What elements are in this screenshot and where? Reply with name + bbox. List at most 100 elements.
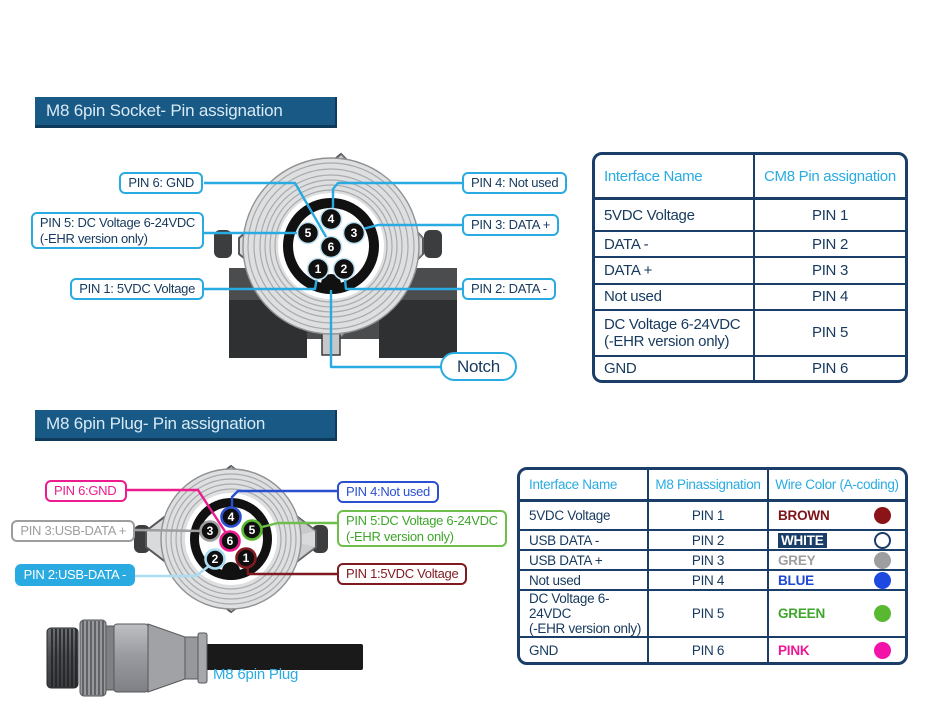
socket-connector-diagram: 4 5 3 6 1 2 bbox=[204, 152, 463, 369]
callout-socket-pin1: PIN 1: 5VDC Voltage bbox=[70, 278, 204, 300]
table-row: DC Voltage 6-24VDC (-EHR version only) P… bbox=[520, 589, 905, 636]
leader-socket-pin4 bbox=[331, 181, 463, 217]
svg-text:4: 4 bbox=[328, 212, 335, 226]
svg-text:4: 4 bbox=[228, 510, 235, 524]
socket-pin-3: 3 bbox=[342, 221, 366, 245]
pin-cell: PIN 2 bbox=[647, 529, 767, 549]
table-row: Not used PIN 4 bbox=[595, 282, 905, 309]
pin-cell: PIN 4 bbox=[753, 282, 905, 309]
interface-cell: 5VDC Voltage bbox=[595, 198, 753, 230]
callout-socket-pin4: PIN 4: Not used bbox=[462, 172, 568, 194]
socket-pin-2: 2 bbox=[332, 257, 356, 281]
pin-cell: PIN 3 bbox=[753, 256, 905, 283]
socket-pin-6: 6 bbox=[319, 235, 343, 259]
svg-text:3: 3 bbox=[207, 524, 214, 538]
body bbox=[113, 623, 149, 693]
plug-ring bbox=[170, 478, 292, 600]
callout-socket-pin2: PIN 2: DATA - bbox=[462, 278, 556, 300]
table-row: GND PIN 6 PINK bbox=[520, 636, 905, 662]
socket-pin-table: Interface Name CM8 Pin assignation 5VDC … bbox=[592, 152, 908, 383]
thread bbox=[46, 627, 79, 689]
callout-plug-pin6: PIN 6:GND bbox=[45, 480, 127, 502]
table-row: 5VDC Voltage PIN 1 BROWN bbox=[520, 500, 905, 529]
pin-cell: PIN 2 bbox=[753, 230, 905, 257]
socket-notch bbox=[321, 274, 341, 294]
callout-socket-pin5-line2: (-EHR version only) bbox=[39, 230, 148, 246]
interface-cell: USB DATA + bbox=[520, 549, 647, 569]
callout-plug-pin2: PIN 2:USB-DATA - bbox=[14, 564, 135, 586]
callout-plug-pin1: PIN 1:5VDC Voltage bbox=[337, 563, 468, 585]
table-row: Not used PIN 4 BLUE bbox=[520, 569, 905, 589]
socket-table-header-pin: CM8 Pin assignation bbox=[753, 155, 905, 199]
table-row: USB DATA + PIN 3 GREY bbox=[520, 549, 905, 569]
wire-color-name: WHITE bbox=[778, 532, 827, 548]
interface-line2: (-EHR version only) bbox=[604, 332, 730, 350]
svg-text:2: 2 bbox=[212, 552, 219, 566]
interface-cell: GND bbox=[595, 354, 753, 380]
plug-side-view-label: M8 6pin Plug bbox=[213, 666, 299, 683]
wire-color-swatch bbox=[874, 551, 891, 569]
svg-text:1: 1 bbox=[243, 551, 250, 565]
socket-right-terminal bbox=[424, 230, 442, 258]
plug-pin-table: Interface Name M8 Pinassignation Wire Co… bbox=[517, 467, 908, 665]
plug-pin-5: 5 bbox=[241, 519, 263, 541]
plug-notch bbox=[222, 562, 240, 580]
wire-color-name: GREY bbox=[778, 552, 816, 568]
pin-cell: PIN 4 bbox=[647, 569, 767, 589]
interface-line1: DC Voltage 6-24VDC bbox=[604, 315, 741, 333]
wire-color-swatch bbox=[874, 507, 891, 524]
callout-plug-pin5-line1: PIN 5:DC Voltage 6-24VDC bbox=[346, 513, 498, 528]
callout-plug-pin4: PIN 4:Not used bbox=[337, 481, 439, 503]
svg-text:3: 3 bbox=[351, 226, 358, 240]
plug-pin-1: 1 bbox=[235, 547, 257, 569]
wire-color-swatch bbox=[874, 641, 891, 659]
table-row: 5VDC Voltage PIN 1 bbox=[595, 198, 905, 231]
interface-cell: Not used bbox=[520, 569, 647, 589]
socket-section-title: M8 6pin Socket- Pin assignation bbox=[35, 97, 337, 128]
svg-text:6: 6 bbox=[227, 534, 234, 548]
body-taper bbox=[147, 623, 186, 693]
svg-text:2: 2 bbox=[341, 262, 348, 276]
strain-relief-lip bbox=[197, 632, 208, 684]
callout-socket-pin3: PIN 3: DATA + bbox=[462, 214, 560, 236]
plug-pin-2: 2 bbox=[204, 548, 226, 570]
wire-color-swatch bbox=[874, 605, 891, 622]
wire-color-cell: GREY bbox=[767, 549, 905, 569]
interface-cell: 5VDC Voltage bbox=[520, 500, 647, 529]
plug-side-view bbox=[46, 619, 363, 697]
pin-cell: PIN 5 bbox=[647, 589, 767, 636]
pin-cell: PIN 5 bbox=[753, 308, 905, 355]
svg-text:5: 5 bbox=[249, 523, 256, 537]
wire-color-swatch bbox=[874, 531, 891, 549]
leader-socket-notch bbox=[329, 290, 441, 369]
pin-cell: PIN 1 bbox=[753, 198, 905, 231]
wire-color-cell: BROWN bbox=[767, 500, 905, 529]
socket-pin-4: 4 bbox=[319, 207, 343, 231]
interface-line2: (-EHR version only) bbox=[529, 621, 642, 636]
interface-cell: DC Voltage 6-24VDC (-EHR version only) bbox=[520, 589, 647, 636]
cable bbox=[205, 644, 363, 670]
callout-socket-notch: Notch bbox=[440, 352, 517, 381]
table-row: DATA - PIN 2 bbox=[595, 230, 905, 257]
plug-ring bbox=[175, 483, 287, 595]
socket-table-header-interface: Interface Name bbox=[595, 155, 753, 199]
table-row: DC Voltage 6-24VDC (-EHR version only) P… bbox=[595, 308, 905, 355]
wire-color-cell: PINK bbox=[767, 636, 905, 662]
plug-pin-4: 4 bbox=[220, 506, 242, 528]
svg-text:5: 5 bbox=[305, 226, 312, 240]
svg-text:6: 6 bbox=[328, 240, 335, 254]
table-row: GND PIN 6 bbox=[595, 354, 905, 380]
socket-pin-1: 1 bbox=[306, 257, 330, 281]
wire-color-cell: GREEN bbox=[767, 589, 905, 636]
interface-cell: GND bbox=[520, 636, 647, 662]
plug-ring bbox=[165, 473, 297, 605]
socket-table-header-row: Interface Name CM8 Pin assignation bbox=[595, 155, 905, 199]
pin-cell: PIN 3 bbox=[647, 549, 767, 569]
leader-plug-pin6 bbox=[127, 488, 230, 537]
plug-table-header-row: Interface Name M8 Pinassignation Wire Co… bbox=[520, 470, 905, 500]
leader-socket-pin6 bbox=[204, 181, 331, 243]
plug-table-header-interface: Interface Name bbox=[520, 470, 647, 500]
wire-color-name: PINK bbox=[778, 642, 810, 658]
neck bbox=[184, 636, 199, 680]
callout-plug-pin5-line2: (-EHR version only) bbox=[346, 528, 454, 544]
